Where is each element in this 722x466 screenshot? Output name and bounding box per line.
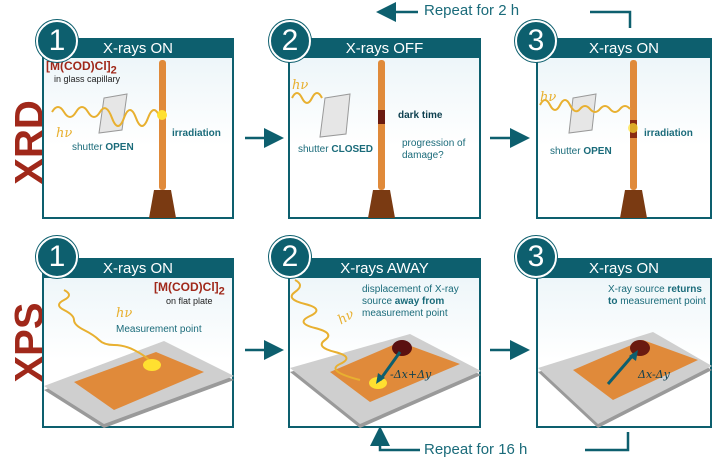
panel-title: X-rays ON	[44, 40, 232, 58]
step-number-badge: 2	[269, 236, 311, 278]
effect-label: dark time	[398, 110, 443, 121]
delta-label: Δx-Δy	[638, 368, 670, 381]
measurement-point-label: Measurement point	[116, 324, 202, 335]
plate-illustration	[290, 279, 481, 428]
compound-name: [M(COD)Cl]	[154, 280, 219, 294]
xps-panel-3: X-rays ON X-ray source returns to measur…	[536, 258, 712, 428]
capillary-illustration	[291, 60, 395, 218]
step-number-badge: 1	[36, 236, 78, 278]
return-note: X-ray source returns to measurement poin…	[608, 284, 706, 307]
hv-label: hν	[116, 306, 133, 321]
effect-label: irradiation	[644, 128, 693, 139]
panel-title: X-rays OFF	[290, 40, 479, 58]
repeat-16h-label: Repeat for 16 h	[424, 441, 528, 458]
shutter-label: shutter CLOSED	[298, 144, 374, 155]
delta-label: -Δx+Δy	[390, 368, 432, 381]
capillary-illustration	[539, 60, 647, 218]
step-number-badge: 3	[515, 236, 557, 278]
step-number-badge: 2	[269, 20, 311, 62]
compound-name: [M(COD)Cl]	[46, 59, 111, 73]
hv-label: hν	[56, 126, 73, 141]
xps-panel-1: X-rays ON [M(COD)Cl]2 on flat plate hν M…	[42, 258, 234, 428]
compound-subscript: 2	[218, 285, 225, 298]
shutter-label: shutter OPEN	[550, 146, 612, 157]
xps-panel-2: X-rays AWAY hν displacement of X-ray sou…	[288, 258, 481, 428]
hv-label: hν	[292, 78, 309, 93]
panel-title: X-rays AWAY	[290, 260, 479, 278]
shutter-label: shutter OPEN	[72, 142, 134, 153]
plate-illustration	[44, 289, 234, 428]
compound-note: on flat plate	[166, 296, 213, 306]
xrd-panel-1: X-rays ON [M(COD)Cl]2 in glass capillary…	[42, 38, 234, 219]
displacement-note: displacement of X-ray source away from m…	[362, 284, 459, 319]
compound-note: in glass capillary	[54, 74, 121, 84]
panel-title: X-rays ON	[538, 260, 710, 278]
panel-title: X-rays ON	[538, 40, 710, 58]
hv-label: hν	[540, 90, 557, 105]
capillary-illustration	[51, 60, 176, 218]
xrd-panel-3: X-rays ON hν irradiation shutter OPEN	[536, 38, 712, 219]
panel-title: X-rays ON	[44, 260, 232, 278]
repeat-2h-label: Repeat for 2 h	[424, 2, 520, 19]
plate-illustration	[538, 332, 712, 428]
xrd-panel-2: X-rays OFF hν dark time progression of d…	[288, 38, 481, 219]
compound-subscript: 2	[110, 64, 117, 77]
step-number-badge: 1	[36, 20, 78, 62]
question-label: progression of damage?	[402, 138, 466, 161]
effect-label: irradiation	[172, 128, 221, 139]
step-number-badge: 3	[515, 20, 557, 62]
